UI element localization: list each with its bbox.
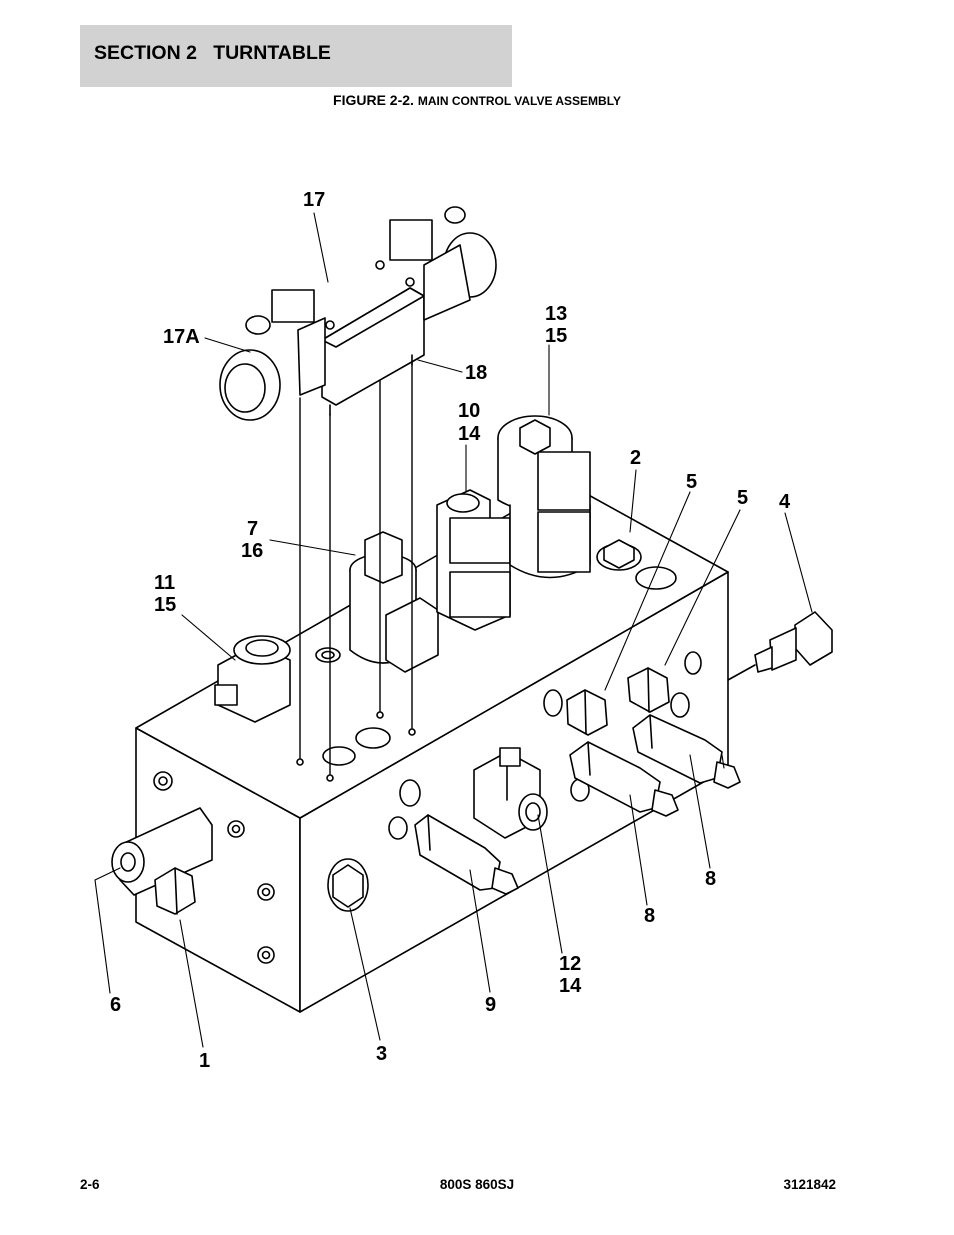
- callout-18: 18: [465, 362, 487, 384]
- plug-6: [111, 807, 213, 896]
- cartridge-8-right: [632, 714, 741, 789]
- plug-1: [154, 867, 196, 915]
- cartridge-9: [414, 814, 519, 895]
- callout-16: 16: [241, 540, 263, 562]
- solenoid-valve-17: [219, 206, 497, 421]
- callout-14-bottom: 14: [559, 975, 582, 997]
- model-number: 800S 860SJ: [439, 1177, 515, 1192]
- callout-17a: 17A: [163, 326, 200, 348]
- callout-9: 9: [485, 994, 496, 1016]
- cartridge-8-left: [569, 741, 679, 817]
- part-number: 3121842: [783, 1177, 836, 1192]
- plug-2: [596, 539, 642, 571]
- plug-5-right: [627, 667, 670, 713]
- callout-8-right: 8: [705, 868, 716, 890]
- leader-lines: [94, 212, 813, 1048]
- callout-3: 3: [376, 1043, 387, 1065]
- solenoid-13: [497, 415, 591, 579]
- callout-5-right: 5: [737, 487, 748, 509]
- callout-17: 17: [303, 189, 325, 211]
- callout-11: 11: [154, 572, 175, 594]
- callout-15-top: 15: [545, 325, 567, 347]
- figure-caption: FIGURE 2-2. MAIN CONTROL VALVE ASSEMBLY: [0, 92, 954, 108]
- page-number: 2-6: [80, 1177, 100, 1192]
- callout-2: 2: [630, 447, 641, 469]
- solenoid-11: [214, 635, 291, 723]
- figure-number: FIGURE 2-2.: [333, 92, 418, 108]
- bolt-lines-18: [299, 363, 413, 775]
- callout-6: 6: [110, 994, 121, 1016]
- solenoid-10: [436, 489, 511, 631]
- callout-14-top: 14: [458, 423, 481, 445]
- figure-title: MAIN CONTROL VALVE ASSEMBLY: [417, 94, 621, 108]
- callout-5-left: 5: [686, 471, 697, 493]
- plug-3: [327, 858, 369, 912]
- callout-13: 13: [545, 303, 567, 325]
- check-valve-4: [727, 611, 833, 681]
- callout-15-left: 15: [154, 594, 176, 616]
- section-title: SECTION 2 TURNTABLE: [94, 42, 331, 64]
- valve-7: [349, 531, 439, 673]
- callout-7: 7: [247, 518, 258, 540]
- callout-8-left: 8: [644, 905, 655, 927]
- callout-12: 12: [559, 953, 581, 975]
- callout-4: 4: [779, 491, 791, 513]
- solenoid-12: [473, 747, 548, 839]
- callout-10: 10: [458, 400, 480, 422]
- section-header: SECTION 2 TURNTABLE: [80, 25, 512, 87]
- callout-1: 1: [199, 1050, 210, 1072]
- plug-5-left: [566, 689, 608, 736]
